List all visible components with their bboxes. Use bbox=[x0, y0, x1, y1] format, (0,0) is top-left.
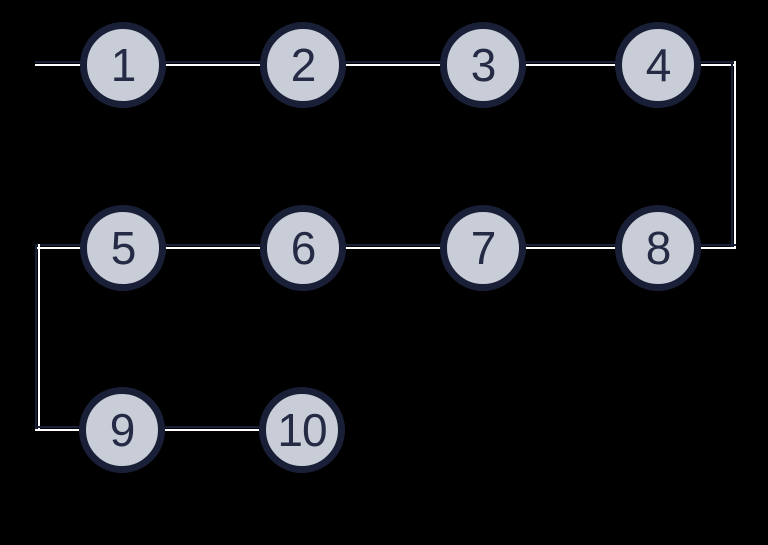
edge-5-9-bottom bbox=[35, 426, 80, 431]
edge-9-10 bbox=[164, 426, 260, 431]
node-10-label: 10 bbox=[277, 404, 327, 456]
edge-6-7 bbox=[345, 244, 441, 249]
node-6-label: 6 bbox=[290, 222, 317, 274]
node-8-label: 8 bbox=[645, 222, 672, 274]
node-8: 8 bbox=[615, 205, 701, 291]
edge-4-8-bottom bbox=[700, 244, 736, 249]
edge-5-9-vertical bbox=[35, 244, 40, 431]
node-5-label: 5 bbox=[110, 222, 137, 274]
node-6: 6 bbox=[260, 205, 346, 291]
node-2-label: 2 bbox=[290, 39, 317, 91]
edge-2-3 bbox=[345, 61, 441, 66]
edge-start-1 bbox=[35, 61, 81, 66]
node-1-label: 1 bbox=[110, 39, 137, 91]
node-7: 7 bbox=[440, 205, 526, 291]
edge-4-8-top bbox=[700, 61, 736, 66]
edge-7-8 bbox=[525, 244, 621, 249]
edge-3-4 bbox=[525, 61, 621, 66]
node-9: 9 bbox=[79, 387, 165, 473]
edge-1-2 bbox=[165, 61, 261, 66]
node-9-label: 9 bbox=[109, 404, 136, 456]
node-10: 10 bbox=[259, 387, 345, 473]
node-4-label: 4 bbox=[645, 39, 672, 91]
node-7-label: 7 bbox=[470, 222, 497, 274]
node-1: 1 bbox=[80, 22, 166, 108]
edge-5-9-top bbox=[36, 244, 81, 249]
node-5: 5 bbox=[80, 205, 166, 291]
edge-5-6 bbox=[165, 244, 261, 249]
node-3: 3 bbox=[440, 22, 526, 108]
node-3-label: 3 bbox=[470, 39, 497, 91]
edge-4-8-vertical bbox=[731, 61, 736, 249]
node-4: 4 bbox=[615, 22, 701, 108]
node-2: 2 bbox=[260, 22, 346, 108]
